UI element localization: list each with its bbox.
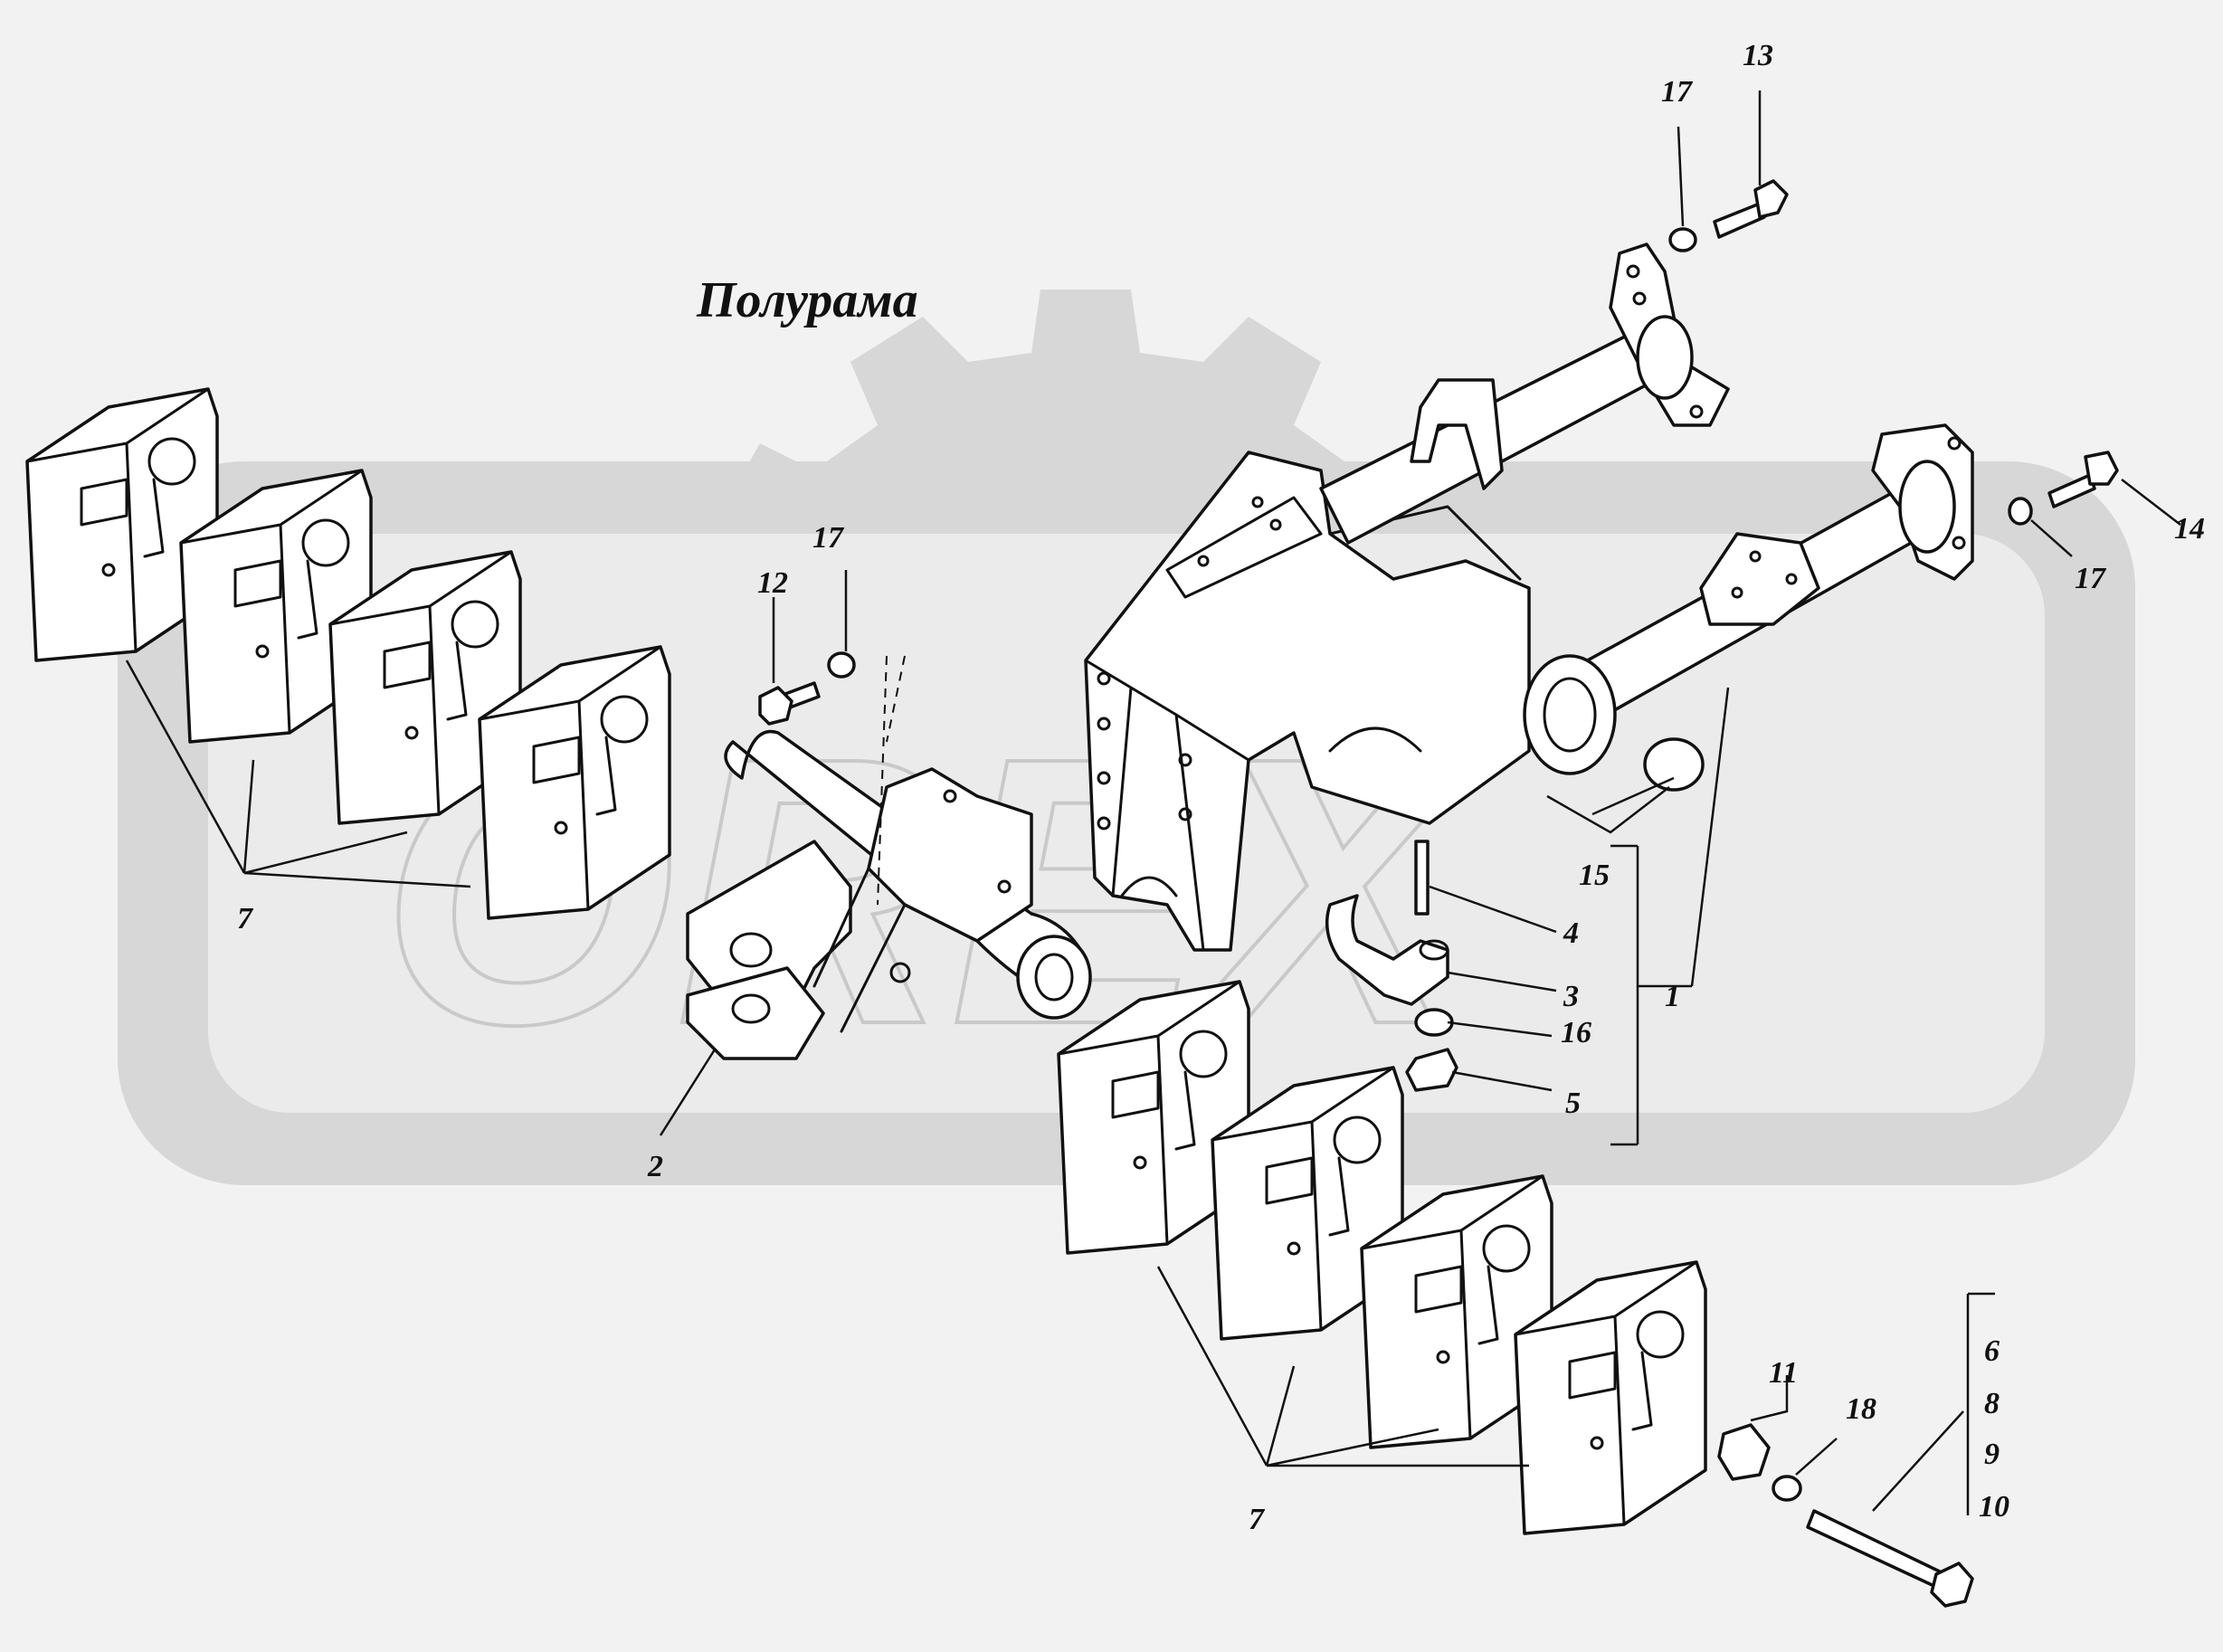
callout-13: 13 xyxy=(1743,39,1773,72)
callout-10: 10 xyxy=(1979,1490,2009,1524)
washer-18 xyxy=(1772,1475,1802,1502)
bolt-13 xyxy=(1713,179,1789,239)
washer-17-right xyxy=(2008,497,2033,526)
callout-9: 9 xyxy=(1984,1438,2000,1471)
leader-lines xyxy=(659,90,2181,1515)
callout-8: 8 xyxy=(1984,1387,2000,1420)
lock-washer xyxy=(1414,1008,1454,1037)
callout-17-right: 17 xyxy=(2075,562,2107,595)
diagram-title: Полурама xyxy=(696,272,918,328)
nut xyxy=(1405,1048,1458,1092)
callout-17-left: 17 xyxy=(812,521,845,555)
weight-plate xyxy=(25,387,219,662)
callout-1: 1 xyxy=(1665,980,1680,1013)
weight-plate xyxy=(1514,1260,1707,1535)
stud-bolt xyxy=(1414,840,1430,916)
callout-12: 12 xyxy=(757,566,788,600)
weight-plate xyxy=(1057,980,1250,1255)
weight-stack-right xyxy=(1057,980,1707,1535)
hidden-line xyxy=(877,655,906,906)
callout-14: 14 xyxy=(2174,512,2205,546)
callout-17-top: 17 xyxy=(1661,75,1694,109)
callout-3: 3 xyxy=(1563,980,1579,1013)
callout-6: 6 xyxy=(1984,1334,2000,1368)
bolt-12 xyxy=(758,681,821,726)
callout-18: 18 xyxy=(1846,1392,1876,1426)
callout-11: 11 xyxy=(1769,1356,1798,1390)
washer-17-left xyxy=(827,651,856,679)
weight-plate xyxy=(179,469,373,744)
callout-5: 5 xyxy=(1565,1087,1581,1120)
clamp-saddle xyxy=(1325,894,1449,1006)
square-plate xyxy=(1717,1423,1771,1481)
weight-plate xyxy=(1211,1066,1404,1341)
long-bolt xyxy=(1806,1509,1974,1608)
bolt-14 xyxy=(2047,451,2119,508)
half-frame-body xyxy=(1084,451,1531,952)
callout-7-left: 7 xyxy=(237,902,254,935)
callout-7-right: 7 xyxy=(1249,1503,1266,1536)
lower-axle-tube xyxy=(1523,423,1974,775)
end-cap xyxy=(1643,737,1705,792)
washer-17-top xyxy=(1668,227,1697,252)
upper-axle-tube xyxy=(1319,242,1730,545)
callout-15: 15 xyxy=(1579,859,1610,892)
callout-16: 16 xyxy=(1561,1016,1591,1049)
weight-plate xyxy=(1360,1174,1553,1449)
weight-plate xyxy=(328,550,522,825)
hitch-assembly xyxy=(686,729,1092,1060)
weight-plate xyxy=(478,645,671,920)
callout-2: 2 xyxy=(647,1150,663,1183)
callout-4: 4 xyxy=(1563,916,1579,950)
weight-stack-left xyxy=(25,387,671,920)
